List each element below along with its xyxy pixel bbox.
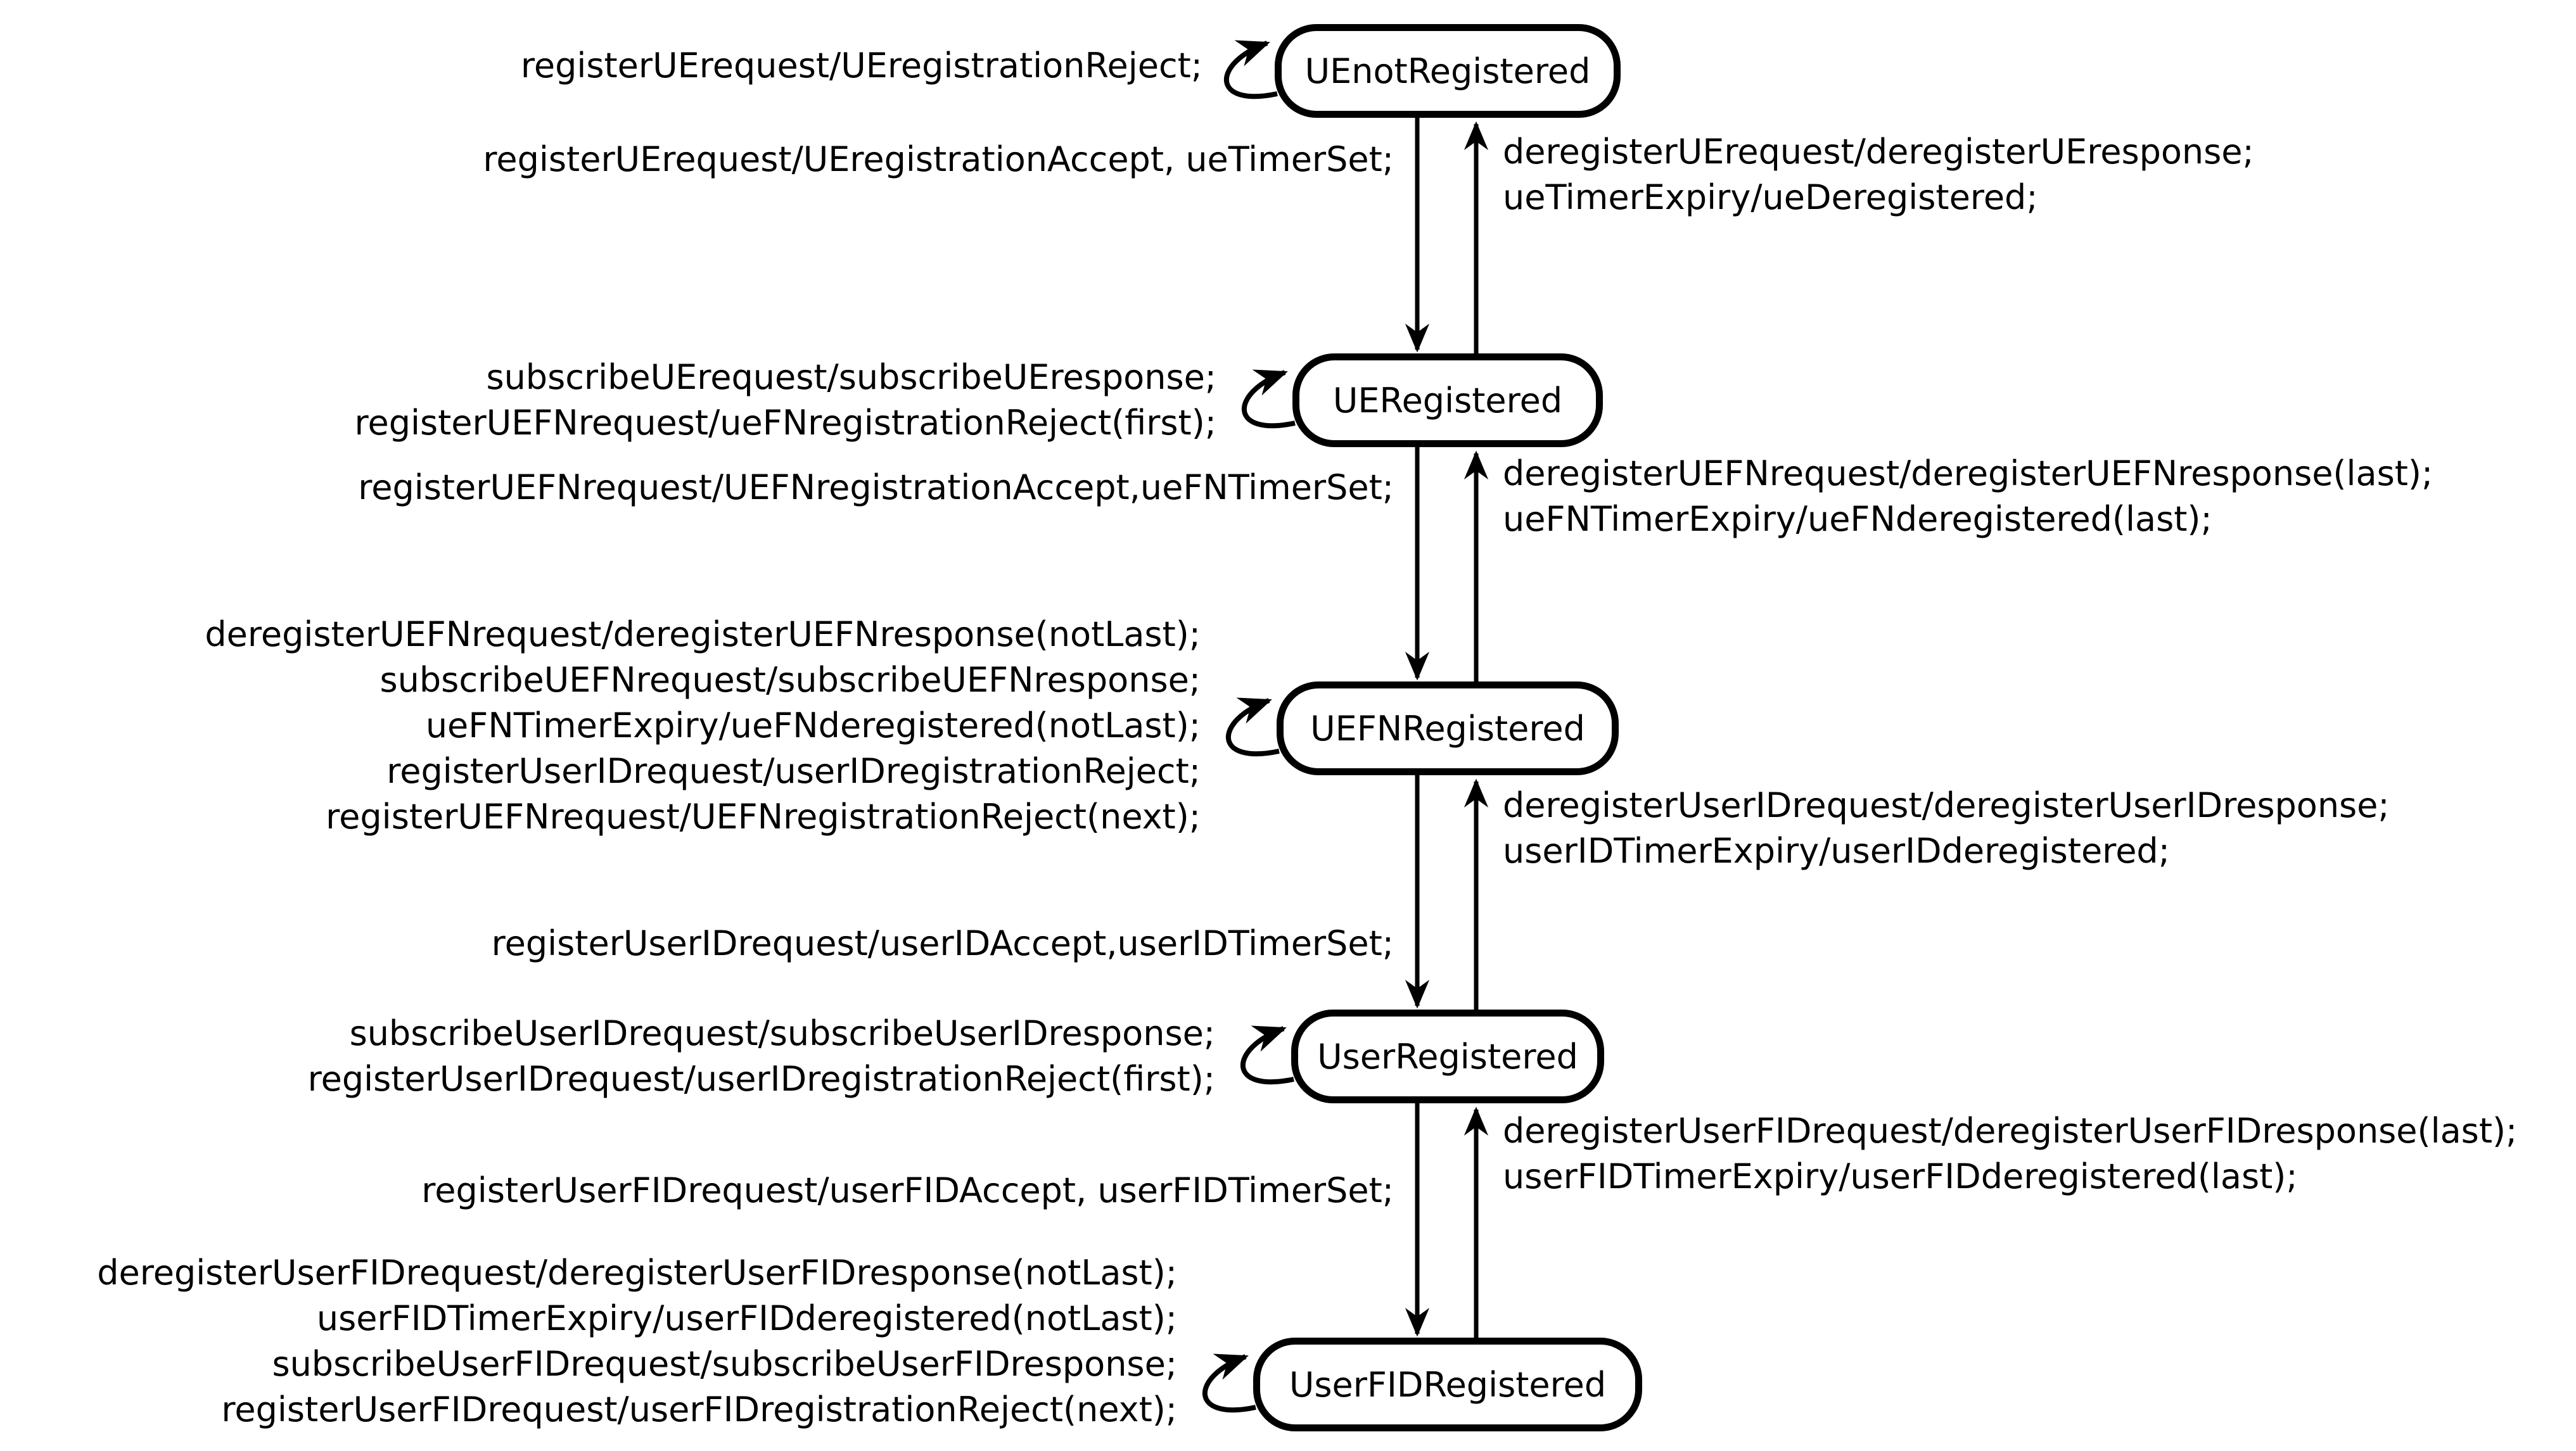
up-transition-label-userid-deregister: deregisterUserIDrequest/deregisterUserID…	[1503, 783, 2390, 874]
transition-label-line: registerUErequest/UEregistrationReject;	[520, 46, 1202, 86]
down-transition-label-userfid-register: registerUserFIDrequest/userFIDAccept, us…	[421, 1168, 1394, 1213]
self-loop-arrow-uefnregistered	[1225, 697, 1280, 757]
transition-label-line: deregisterUserFIDrequest/deregisterUserF…	[97, 1253, 1177, 1293]
self-loop-label-ueregistered: subscribeUErequest/subscribeUEresponse; …	[354, 355, 1216, 446]
transition-label-line: registerUErequest/UEregistrationAccept, …	[483, 139, 1394, 179]
up-transition-label-ue-deregister: deregisterUErequest/deregisterUEresponse…	[1503, 129, 2254, 220]
transition-label-line: userFIDTimerExpiry/userFIDderegistered(n…	[316, 1298, 1177, 1338]
transition-label-line: deregisterUserIDrequest/deregisterUserID…	[1503, 785, 2390, 825]
self-loop-label-userfidregistered: deregisterUserFIDrequest/deregisterUserF…	[97, 1250, 1177, 1433]
transition-label-line: registerUEFNrequest/ueFNregistrationReje…	[354, 403, 1216, 443]
down-transition-label-ue-register: registerUErequest/UEregistrationAccept, …	[483, 137, 1394, 182]
state-label: UERegistered	[1332, 380, 1563, 421]
up-transition-label-userfid-deregister: deregisterUserFIDrequest/deregisterUserF…	[1503, 1108, 2517, 1200]
transition-label-line: deregisterUEFNrequest/deregisterUEFNresp…	[205, 614, 1201, 654]
transition-label-line: registerUserFIDrequest/userFIDAccept, us…	[421, 1170, 1394, 1210]
transition-label-line: deregisterUserFIDrequest/deregisterUserF…	[1503, 1111, 2518, 1151]
transition-label-line: ueTimerExpiry/ueDeregistered;	[1503, 177, 2038, 217]
transition-label-line: userIDTimerExpiry/userIDderegistered;	[1503, 831, 2170, 871]
down-transition-label-userid-register: registerUserIDrequest/userIDAccept,userI…	[492, 921, 1394, 966]
transition-label-line: registerUserFIDrequest/userFIDregistrati…	[221, 1390, 1177, 1429]
state-label: UEFNRegistered	[1310, 708, 1585, 749]
transition-label-line: subscribeUserIDrequest/subscribeUserIDre…	[349, 1013, 1215, 1053]
self-loop-label-userregistered: subscribeUserIDrequest/subscribeUserIDre…	[308, 1011, 1215, 1102]
transition-label-line: registerUEFNrequest/UEFNregistrationReje…	[326, 797, 1201, 837]
down-transition-label-uefn-register: registerUEFNrequest/UEFNregistrationAcce…	[358, 465, 1394, 510]
state-ueregistered: UERegistered	[1292, 353, 1603, 447]
state-label: UserRegistered	[1317, 1036, 1578, 1077]
up-transition-label-uefn-deregister: deregisterUEFNrequest/deregisterUEFNresp…	[1503, 451, 2433, 542]
self-loop-arrow-ueregistered	[1241, 369, 1296, 429]
state-label: UserFIDRegistered	[1289, 1364, 1607, 1405]
state-userregistered: UserRegistered	[1291, 1010, 1604, 1103]
self-loop-arrow-uenotregistered	[1223, 40, 1278, 99]
self-loop-label-uenotregistered: registerUErequest/UEregistrationReject;	[521, 43, 1202, 89]
self-loop-arrow-userregistered	[1240, 1025, 1294, 1085]
transition-label-line: deregisterUErequest/deregisterUEresponse…	[1503, 132, 2254, 172]
state-label: UEnotRegistered	[1304, 51, 1591, 91]
transition-label-line: userFIDTimerExpiry/userFIDderegistered(l…	[1503, 1156, 2298, 1196]
transition-label-line: ueFNTimerExpiry/ueFNderegistered(notLast…	[425, 706, 1201, 745]
self-loop-label-uefnregistered: deregisterUEFNrequest/deregisterUEFNresp…	[205, 612, 1201, 840]
state-uefnregistered: UEFNRegistered	[1277, 681, 1619, 775]
transition-label-line: subscribeUserFIDrequest/subscribeUserFID…	[272, 1344, 1177, 1384]
transition-label-line: registerUserIDrequest/userIDregistration…	[307, 1059, 1215, 1099]
state-uenotregistered: UEnotRegistered	[1275, 24, 1621, 118]
transition-label-line: subscribeUErequest/subscribeUEresponse;	[486, 357, 1216, 397]
transition-label-line: registerUserIDrequest/userIDAccept,userI…	[491, 923, 1394, 963]
transition-label-line: subscribeUEFNrequest/subscribeUEFNrespon…	[379, 660, 1201, 700]
self-loop-arrow-userfidregistered	[1202, 1353, 1256, 1413]
transition-label-line: deregisterUEFNrequest/deregisterUEFNresp…	[1503, 453, 2433, 493]
state-userfidregistered: UserFIDRegistered	[1253, 1338, 1642, 1431]
transition-label-line: registerUEFNrequest/UEFNregistrationAcce…	[358, 467, 1394, 507]
transition-label-line: registerUserIDrequest/userIDregistration…	[386, 751, 1201, 791]
transition-label-line: ueFNTimerExpiry/ueFNderegistered(last);	[1503, 499, 2212, 539]
